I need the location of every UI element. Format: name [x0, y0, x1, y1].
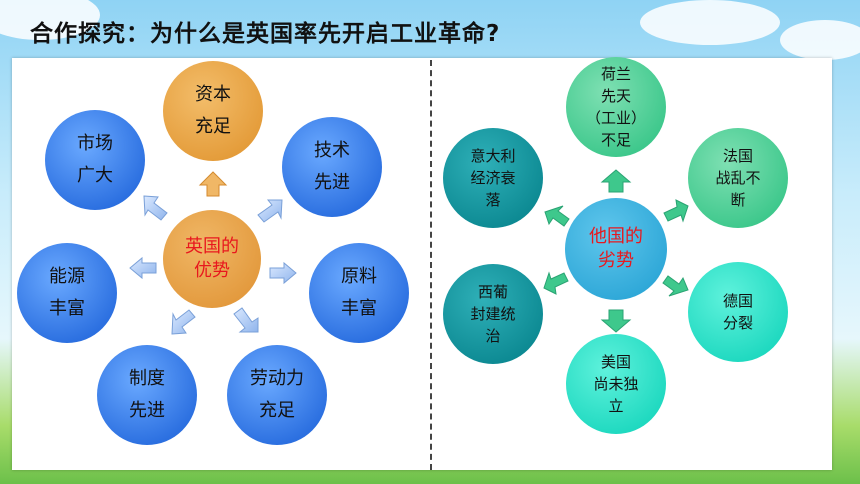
node-germany: 德国 分裂: [688, 262, 788, 362]
node-usa: 美国 尚未独 立: [566, 334, 666, 434]
node-italy-label: 意大利 经济衰 落: [470, 147, 516, 209]
hub-britain-advantages: 英国的 优势: [163, 210, 261, 308]
node-market-label: 市场 广大: [77, 133, 113, 186]
node-france: 法国 战乱不 断: [688, 128, 788, 228]
cloud: [640, 0, 780, 45]
cloud: [780, 20, 860, 60]
node-energy-label: 能源 丰富: [49, 266, 85, 319]
node-italy: 意大利 经济衰 落: [443, 128, 543, 228]
node-materials-label: 原料 丰富: [341, 266, 377, 319]
node-netherlands-label: 荷兰 先天 （工业） 不足: [585, 65, 646, 149]
node-spain-portugal: 西葡 封建统 治: [443, 264, 543, 364]
node-capital-label: 资本 充足: [195, 84, 231, 137]
node-germany-label: 德国 分裂: [722, 292, 753, 332]
node-france-label: 法国 战乱不 断: [715, 147, 761, 209]
hub-other-label: 他国的 劣势: [589, 226, 643, 271]
page-title: 合作探究：为什么是英国率先开启工业革命?: [30, 21, 501, 47]
node-tech: 技术 先进: [282, 117, 382, 217]
node-energy: 能源 丰富: [17, 243, 117, 343]
node-system-label: 制度 先进: [129, 368, 165, 421]
node-market: 市场 广大: [45, 110, 145, 210]
node-netherlands: 荷兰 先天 （工业） 不足: [566, 57, 666, 157]
node-labor-label: 劳动力 充足: [250, 368, 304, 421]
node-capital: 资本 充足: [163, 61, 263, 161]
node-system: 制度 先进: [97, 345, 197, 445]
node-tech-label: 技术 先进: [314, 140, 350, 193]
dashed-divider: [430, 60, 432, 470]
node-labor: 劳动力 充足: [227, 345, 327, 445]
node-spain-portugal-label: 西葡 封建统 治: [470, 283, 516, 345]
node-usa-label: 美国 尚未独 立: [593, 353, 639, 415]
hub-britain-label: 英国的 优势: [185, 236, 239, 281]
node-materials: 原料 丰富: [309, 243, 409, 343]
hub-other-disadvantages: 他国的 劣势: [565, 198, 667, 300]
